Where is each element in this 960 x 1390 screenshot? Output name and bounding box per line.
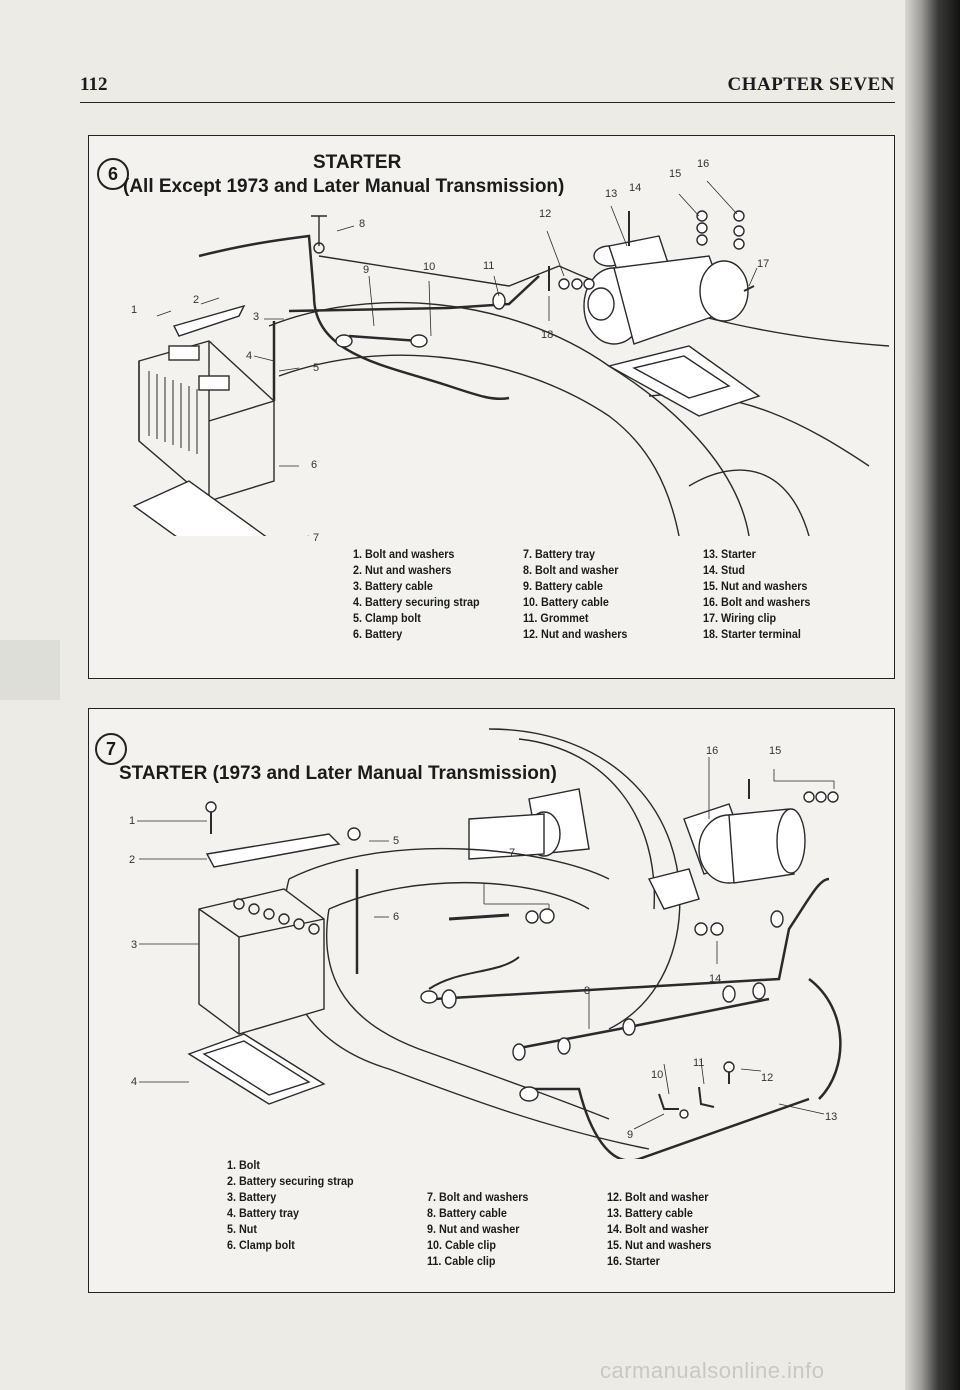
- legend-item: 15. Nut and washers: [703, 579, 808, 593]
- callout-18: 18: [541, 329, 554, 341]
- callout-14: 14: [709, 973, 722, 985]
- callout-6: 6: [311, 459, 318, 471]
- callout-16: 16: [706, 745, 719, 757]
- legend-item: 3. Battery: [227, 1190, 277, 1204]
- scan-smudge: [0, 640, 60, 700]
- callout-7: 7: [313, 532, 320, 544]
- legend-column-2: 7. Bolt and washers 8. Battery cable 9. …: [427, 1189, 528, 1269]
- chapter-title: CHAPTER SEVEN: [727, 74, 895, 95]
- figure-7-starter-manual: 7 STARTER (1973 and Later Manual Transmi…: [88, 708, 895, 1293]
- callout-13: 13: [825, 1111, 838, 1123]
- legend-item: 11. Grommet: [523, 611, 589, 625]
- figure-title: STARTER: [313, 152, 402, 173]
- legend-item: 6. Clamp bolt: [227, 1238, 295, 1252]
- legend-item: 5. Nut: [227, 1222, 258, 1236]
- legend-item: 7. Battery tray: [523, 547, 596, 561]
- callout-10: 10: [651, 1069, 664, 1081]
- figure-number-badge: 7: [95, 733, 127, 765]
- legend-item: 16. Bolt and washers: [703, 595, 811, 609]
- battery-tray-illustration: [187, 1033, 326, 1105]
- callout-3: 3: [253, 311, 260, 323]
- legend-item: 14. Stud: [703, 563, 746, 577]
- legend-item: 12. Nut and washers: [523, 627, 628, 641]
- callout-1: 1: [131, 304, 138, 316]
- legend-item: 4. Battery tray: [227, 1206, 300, 1220]
- callout-9: 9: [627, 1129, 634, 1141]
- watermark: carmanualsonline.info: [600, 1358, 825, 1383]
- legend-item: 1. Bolt: [227, 1158, 261, 1172]
- legend-column-3: 12. Bolt and washer 13. Battery cable 14…: [607, 1189, 711, 1269]
- legend-column-3: 13. Starter 14. Stud 15. Nut and washers…: [703, 546, 810, 642]
- legend-item: 10. Cable clip: [427, 1238, 497, 1252]
- callout-9: 9: [363, 264, 370, 276]
- page-edge-shadow: [905, 0, 960, 1390]
- callout-17: 17: [757, 258, 770, 270]
- callout-2: 2: [129, 854, 136, 866]
- callout-4: 4: [246, 350, 253, 362]
- callout-14: 14: [629, 182, 642, 194]
- callout-12: 12: [539, 208, 552, 220]
- legend-item: 18. Starter terminal: [703, 627, 801, 641]
- starter-wiring-diagram: [132, 180, 890, 536]
- legend-item: 4. Battery securing strap: [353, 595, 480, 609]
- battery-illustration: [138, 340, 275, 502]
- callout-4: 4: [131, 1076, 138, 1088]
- page-header: 112 CHAPTER SEVEN: [80, 72, 895, 103]
- legend-column-1: 1. Bolt 2. Battery securing strap 3. Bat…: [227, 1157, 354, 1253]
- starter-wiring-diagram-manual: [137, 728, 842, 1159]
- legend-item: 5. Clamp bolt: [353, 611, 421, 625]
- battery-tray-illustration: [132, 480, 267, 536]
- starter-motor-illustration: [647, 803, 806, 910]
- legend-item: 10. Battery cable: [523, 595, 609, 609]
- callout-11: 11: [483, 260, 495, 272]
- battery-illustration: [198, 888, 325, 1035]
- callout-7: 7: [509, 847, 516, 859]
- callout-8: 8: [584, 985, 591, 997]
- legend-item: 8. Bolt and washer: [523, 563, 619, 577]
- callout-5: 5: [393, 835, 400, 847]
- legend-item: 12. Bolt and washer: [607, 1190, 709, 1204]
- figure-subtitle: (All Except 1973 and Later Manual Transm…: [123, 176, 565, 197]
- callout-11: 11: [693, 1057, 705, 1069]
- legend-item: 11. Cable clip: [427, 1254, 496, 1268]
- starter-motor-illustration: [583, 235, 749, 345]
- legend-item: 9. Battery cable: [523, 579, 603, 593]
- legend-item: 2. Battery securing strap: [227, 1174, 354, 1188]
- legend-item: 7. Bolt and washers: [427, 1190, 529, 1204]
- callout-15: 15: [669, 168, 682, 180]
- legend-item: 8. Battery cable: [427, 1206, 507, 1220]
- callout-3: 3: [131, 939, 138, 951]
- callout-2: 2: [193, 294, 200, 306]
- legend-item: 3. Battery cable: [353, 579, 433, 593]
- legend-item: 14. Bolt and washer: [607, 1222, 709, 1236]
- figure-6-starter: 6 STARTER (All Except 1973 and Later Man…: [88, 135, 895, 679]
- callout-16: 16: [697, 158, 710, 170]
- figure-title: STARTER (1973 and Later Manual Transmiss…: [119, 763, 557, 784]
- figure-number-badge: 6: [97, 158, 129, 190]
- legend-column-1: 1. Bolt and washers 2. Nut and washers 3…: [353, 546, 480, 642]
- legend-item: 15. Nut and washers: [607, 1238, 712, 1252]
- legend-column-2: 7. Battery tray 8. Bolt and washer 9. Ba…: [523, 546, 627, 642]
- callout-8: 8: [359, 218, 366, 230]
- callout-5: 5: [313, 362, 320, 374]
- legend-item: 9. Nut and washer: [427, 1222, 520, 1236]
- legend-item: 17. Wiring clip: [703, 611, 777, 625]
- callout-10: 10: [423, 261, 436, 273]
- legend-item: 13. Starter: [703, 547, 756, 561]
- legend-item: 1. Bolt and washers: [353, 547, 455, 561]
- legend-item: 2. Nut and washers: [353, 563, 452, 577]
- page-number: 112: [80, 74, 108, 95]
- callout-6: 6: [393, 911, 400, 923]
- legend-item: 6. Battery: [353, 627, 403, 641]
- callout-12: 12: [761, 1072, 774, 1084]
- callout-1: 1: [129, 815, 136, 827]
- callout-13: 13: [605, 188, 618, 200]
- legend-item: 16. Starter: [607, 1254, 660, 1268]
- legend-item: 13. Battery cable: [607, 1206, 693, 1220]
- callout-15: 15: [769, 745, 782, 757]
